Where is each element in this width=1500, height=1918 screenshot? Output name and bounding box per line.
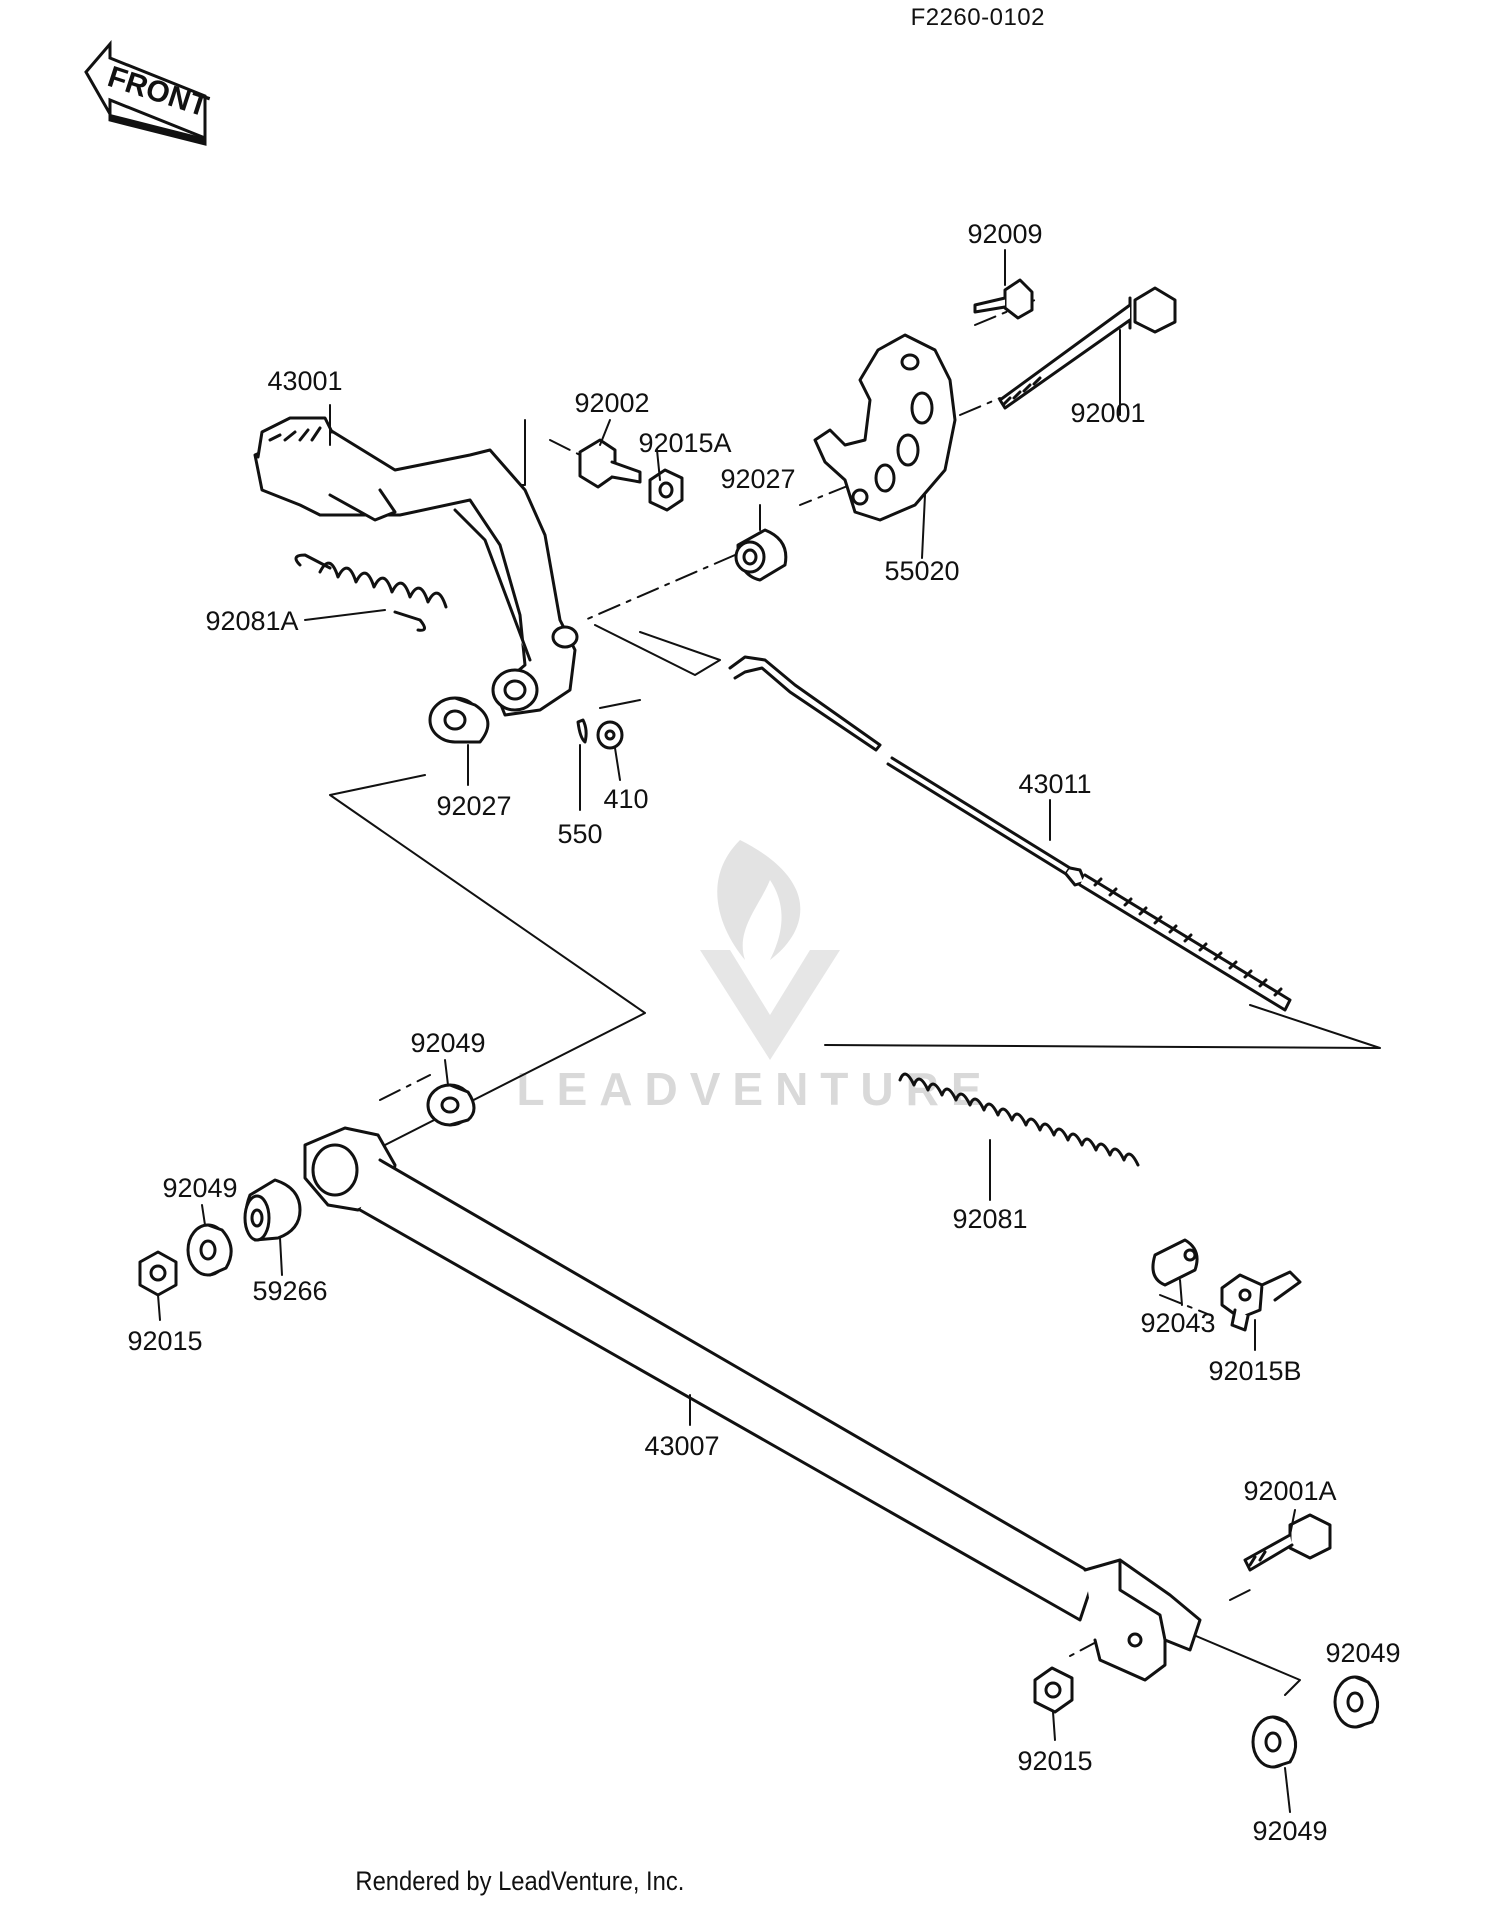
washer-92049-bottom [1251, 1715, 1298, 1769]
label-92049-right: 92049 [1325, 1638, 1400, 1668]
label-92015A: 92015A [638, 428, 731, 458]
label-92049-bottom: 92049 [1252, 1816, 1327, 1846]
label-92001: 92001 [1070, 398, 1145, 428]
cotter-pin-550 [576, 718, 588, 744]
washer-410 [596, 720, 624, 750]
label-55020: 55020 [884, 556, 959, 586]
leadventure-watermark: LEADVENTURE [516, 840, 993, 1115]
bolt-92001A [1243, 1513, 1332, 1572]
label-92009: 92009 [967, 219, 1042, 249]
label-92001A: 92001A [1243, 1476, 1336, 1506]
label-92015B: 92015B [1208, 1356, 1301, 1386]
part-leader-lines [157, 249, 1296, 1813]
label-92049-upper: 92049 [410, 1028, 485, 1058]
spring-92081 [898, 1072, 1140, 1167]
washer-92049-right [1333, 1675, 1380, 1729]
label-43007: 43007 [644, 1431, 719, 1461]
front-direction-arrow: FRONT [84, 39, 212, 146]
nut-92015-left [138, 1250, 178, 1297]
label-59266: 59266 [252, 1276, 327, 1306]
bushing-59266 [243, 1178, 302, 1242]
wing-nut-92015B [1220, 1270, 1302, 1332]
label-550: 550 [557, 819, 602, 849]
label-92015-left: 92015 [127, 1326, 202, 1356]
label-92027-lower: 92027 [436, 791, 511, 821]
label-410: 410 [603, 784, 648, 814]
nut-92015A [648, 468, 684, 512]
cross-shaft-43007 [303, 1126, 1202, 1682]
bushing-92027-lower [428, 696, 490, 744]
return-spring-92081A [294, 553, 448, 632]
long-bolt-92001 [998, 286, 1177, 410]
render-credit-text: Rendered by LeadVenture, Inc. [355, 1866, 685, 1896]
brake-pedal-43001 [253, 416, 579, 717]
label-92081A: 92081A [205, 606, 298, 636]
label-92027-upper: 92027 [720, 464, 795, 494]
label-92043: 92043 [1140, 1308, 1215, 1338]
bushing-92049-upper [426, 1083, 476, 1127]
bracket-plate-55020 [813, 333, 957, 522]
label-43011: 43011 [1018, 769, 1091, 799]
nut-92015-bottom [1033, 1666, 1074, 1714]
label-92049-left: 92049 [162, 1173, 237, 1203]
bolt-92002 [578, 438, 642, 489]
render-credit-footer: Rendered by LeadVenture, Inc. [0, 1866, 1500, 1897]
diagram-reference-code: F2260-0102 [910, 4, 1045, 31]
label-92081: 92081 [952, 1204, 1027, 1234]
washer-92049-left [186, 1223, 233, 1277]
label-43001: 43001 [267, 366, 342, 396]
bolt-92009 [973, 278, 1034, 320]
bushing-92027-upper [734, 528, 788, 582]
label-92015-bottom: 92015 [1017, 1746, 1092, 1776]
watermark-brand-text: LEADVENTURE [516, 1063, 993, 1115]
joint-92043 [1151, 1238, 1199, 1287]
label-92002: 92002 [574, 388, 649, 418]
phantom-connection-lines [329, 419, 1381, 1696]
brake-rod-43011 [728, 655, 1292, 1012]
part-number-labels: 92009 92001 43001 92002 92015A 92027 550… [127, 219, 1400, 1846]
